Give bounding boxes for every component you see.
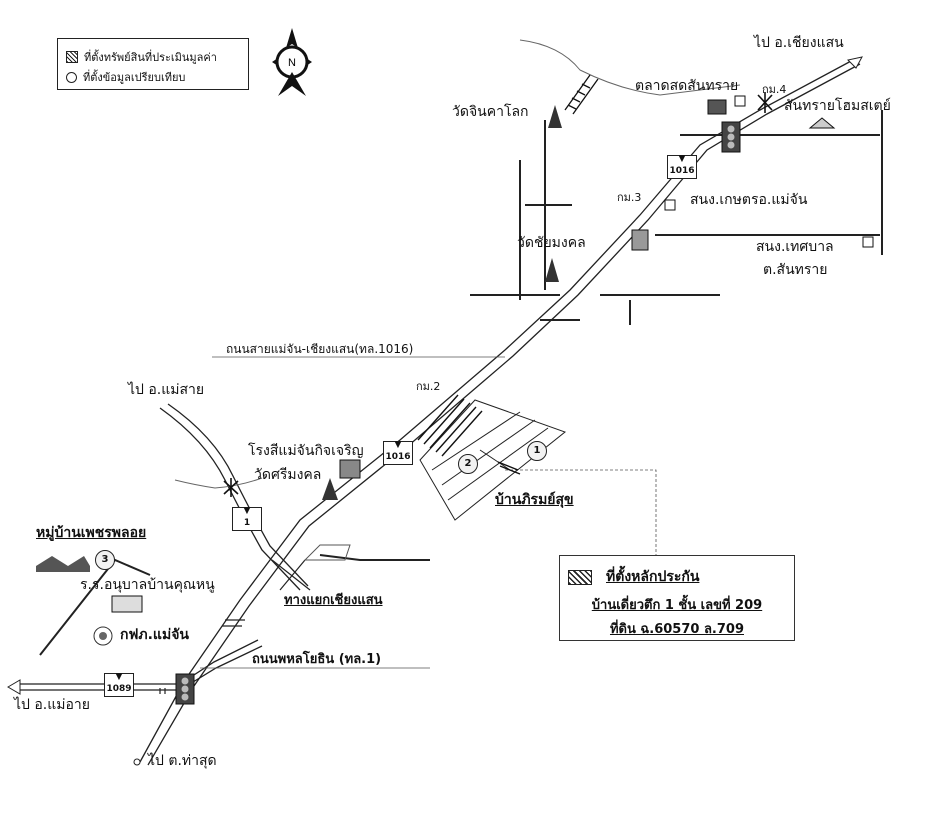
label-km2: กม.2 (416, 380, 441, 393)
route-shield-1016: 1016 (383, 439, 413, 465)
label-road-1016: ถนนสายแม่จัน-เชียงแสน(ทล.1016) (226, 342, 414, 356)
road-phahonyothin (14, 639, 263, 691)
label-to-mae-ai: ไป อ.แม่อาย (14, 697, 90, 713)
label-wat-sri-mongkol: วัดศรีมงคล (254, 467, 322, 483)
route-shield-1089: 1089 (104, 671, 134, 697)
label-rice-mill: โรงสีแม่จันกิจเจริญ (248, 443, 364, 459)
junction-x (271, 559, 311, 591)
arrow-to-mae-ai (7, 679, 21, 695)
river (174, 39, 741, 489)
temple-icons (322, 105, 562, 500)
village-icon (36, 556, 90, 572)
leader-lines (200, 356, 657, 669)
label-phahonyothin: ถนนพหลโยธิน (ทล.1) (252, 652, 382, 667)
label-wat-chaimongkol: วัดชัยมงคล (517, 235, 586, 251)
label-municipal-office-2: ต.สันทราย (763, 262, 828, 278)
road-crossing-symbols (223, 92, 773, 497)
subdivision-block (419, 399, 567, 521)
label-ban-phirom-suk: บ้านภิรมย์สุข (495, 492, 574, 508)
label-wat-chinka: วัดจินคาโลก (452, 104, 529, 120)
traffic-light-icon (721, 121, 741, 153)
label-to-mae-sai: ไป อ.แม่สาย (128, 382, 205, 398)
label-km4: กม.4 (762, 83, 787, 96)
honda-logo (303, 544, 351, 561)
pea-seal (93, 626, 113, 646)
label-to-chiang-saen: ไป อ.เชียงแสน (754, 35, 844, 51)
legend-item-comparison: ที่ตั้งข้อมูลเปรียบเทียบ (66, 68, 185, 86)
minor-roads (39, 110, 883, 656)
route-shield-1016: 1016 (667, 153, 697, 179)
rail-crossing (159, 619, 245, 694)
road-to-mae-sai (159, 403, 309, 591)
hatch-swatch-icon (66, 51, 78, 63)
ladder (564, 74, 599, 115)
info-line-1: บ้านเดี่ยวตึก 1 ชั้น เลขที่ 209 (591, 598, 763, 613)
property-hatch (417, 394, 521, 475)
compass-icon: N (272, 28, 312, 96)
info-line-2: ที่ดิน ฉ.60570 ล.709 (609, 622, 744, 637)
circle-swatch-icon (66, 71, 77, 83)
traffic-light-icon (175, 673, 195, 705)
hatch-swatch-icon (568, 569, 592, 585)
arrow-to-chiang-saen (846, 56, 863, 69)
label-to-tha-sut: ไป ต.ท่าสุด (148, 753, 217, 769)
end-marker (133, 758, 141, 766)
highway-1016 (139, 59, 861, 766)
route-shield-1: 1 (232, 505, 262, 531)
label-chiang-saen-junction: ทางแยกเชียงแสน (284, 593, 383, 608)
label-talat-san-sai: ตลาดสดสันทราย (635, 78, 739, 94)
label-agri-office: สนง.เกษตรอ.แม่จัน (690, 192, 808, 208)
label-municipal-office-1: สนง.เทศบาล (756, 239, 834, 255)
collateral-info-box: ที่ตั้งหลักประกัน บ้านเดี่ยวตึก 1 ชั้น เ… (559, 555, 795, 641)
label-km3: กม.3 (617, 191, 642, 204)
building-icons (111, 95, 874, 613)
label-mu-ban-phet: หมู่บ้านเพชรพลอย (36, 525, 147, 541)
comparison-marker: 1 (527, 441, 547, 461)
info-title: ที่ตั้งหลักประกัน (568, 566, 699, 588)
label-san-sai-home: สันทรายโฮมสเตย์ (784, 98, 891, 114)
comparison-marker: 2 (458, 454, 478, 474)
label-hospital: ร.ร.อนุบาลบ้านคุณหนู (80, 577, 215, 593)
comparison-marker: 3 (95, 550, 115, 570)
label-pea: กฟภ.แม่จัน (120, 627, 189, 643)
compass-north: N (288, 57, 296, 69)
legend-item-property: ที่ตั้งทรัพย์สินที่ประเมินมูลค่า (66, 48, 217, 66)
legend: ที่ตั้งทรัพย์สินที่ประเมินมูลค่า ที่ตั้ง… (57, 38, 249, 90)
